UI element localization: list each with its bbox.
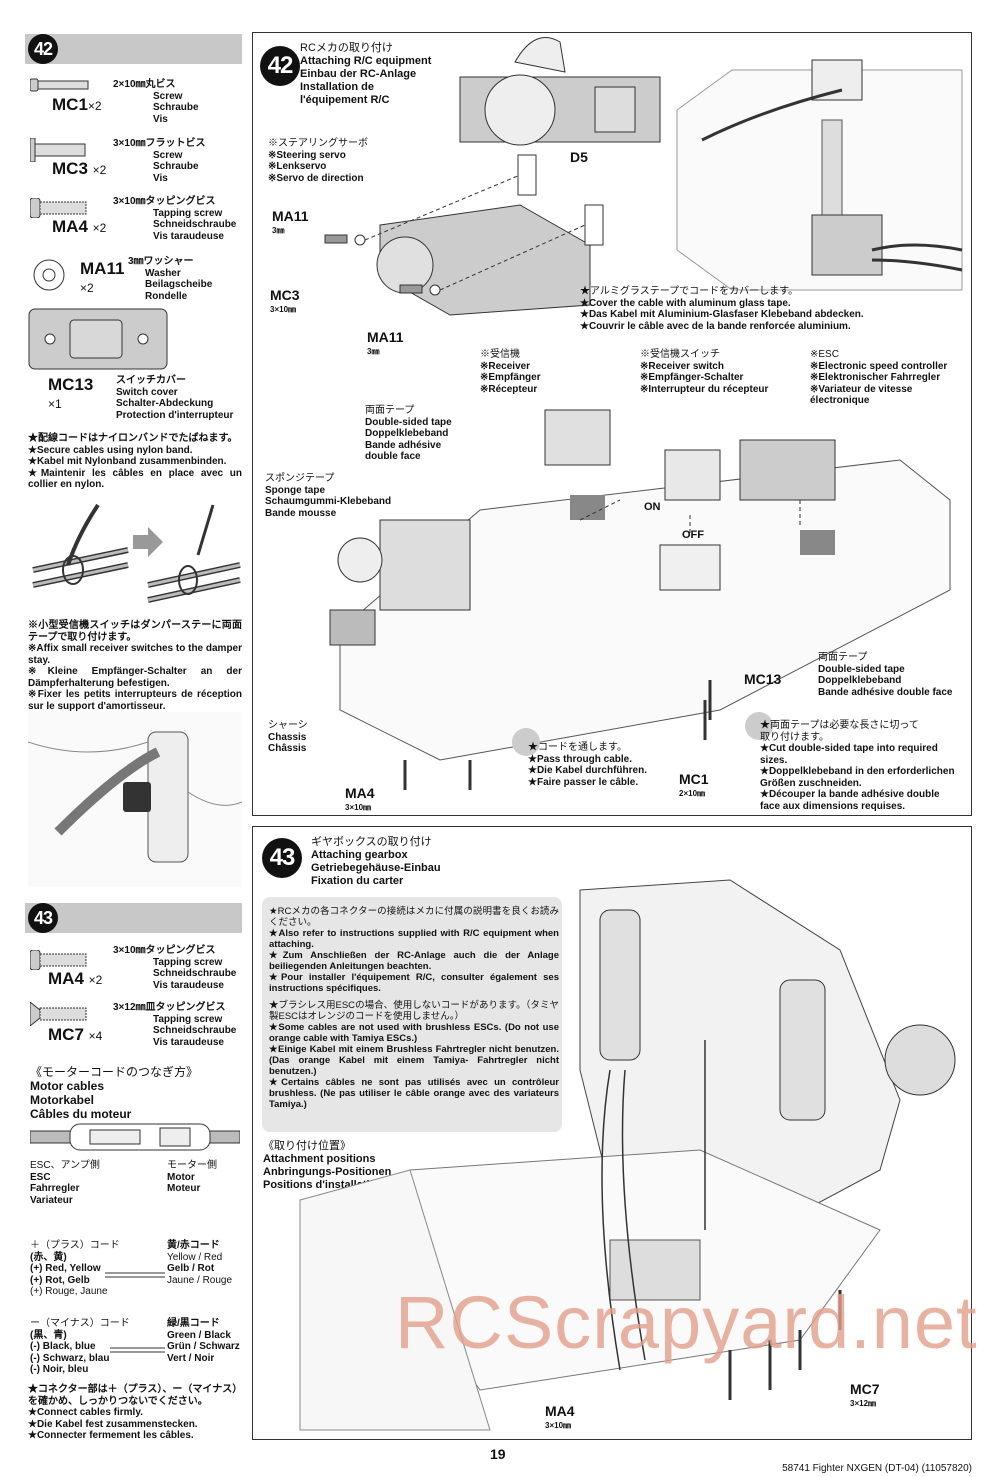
mc1-screw-icon (30, 78, 89, 92)
part-code-mc7: MC7 ×4 (48, 1025, 103, 1044)
page-number: 19 (490, 1446, 506, 1462)
aluminum-tape-note: ★アルミグラステープでコードをカバーします。★Cover the cable w… (580, 286, 864, 332)
nylon-band-note: ★配線コードはナイロンバンドでたばねます。★Secure cables usin… (28, 433, 242, 490)
receiver-switch-note: ※小型受信機スイッチはダンパーステーに両面テープで取り付けます。※Affix s… (28, 620, 243, 712)
step42-parts-header (25, 34, 242, 64)
step43-main-badge: 43 (262, 838, 302, 878)
pass-cable-marker (512, 728, 540, 756)
cut-tape-note: ★両面テープは必要な長さに切って取り付けます。★Cut double-sided… (760, 720, 955, 812)
step42-number-badge: 42 (28, 34, 58, 64)
part-code-mc13: MC13×1 (48, 375, 94, 412)
servo-assembly-diagram (324, 154, 604, 316)
pass-cable-note: ★コードを通します。★Pass through cable.★Die Kabel… (528, 742, 647, 788)
nylon-band-diagram (32, 503, 241, 603)
ma11-washer-icon (33, 259, 65, 291)
damper-stay-diagram (28, 712, 242, 887)
off-label: OFF (682, 529, 704, 541)
part-code-mc3: MC3 ×2 (52, 159, 107, 178)
step43-panel (252, 826, 972, 1440)
step42-main-badge: 42 (260, 46, 300, 86)
rc-instructions-note-box (262, 897, 562, 1132)
esc-label: ※ESC※Electronic speed controller※Elektro… (810, 349, 948, 406)
connect-firmly-note: ★コネクター部は＋（プラス）、ー（マイナス）を確かめ、しっかりつないでください。… (28, 1384, 238, 1441)
mc13-label: MC13 (744, 671, 782, 687)
mc3-screw-icon (30, 138, 86, 162)
receiver-switch-label: ※受信機スイッチ※Receiver switch※Empfänger-Schal… (640, 349, 769, 395)
tape-cut-marker (745, 712, 773, 740)
receiver-label: ※受信機※Receiver※Empfänger※Récepteur (480, 349, 541, 395)
on-label: ON (644, 501, 661, 513)
watermark: RCScrapyard.net (395, 1281, 978, 1364)
product-code: 58741 Fighter NXGEN (DT-04) (11057820) (782, 1463, 972, 1474)
mc7-screw-icon (30, 1002, 87, 1026)
servo-top-view-diagram (459, 37, 661, 146)
part-code-ma4-43: MA4 ×2 (48, 969, 103, 988)
ma4-screw-icon (30, 950, 87, 970)
rc-instructions-note: ★RCメカの各コネクターの接続はメカに付属の説明書を良くお読みください。★Als… (269, 906, 559, 1110)
step43-parts-header (25, 903, 242, 933)
chassis-assembly-diagram (329, 409, 951, 790)
step43-number-badge: 43 (28, 903, 58, 933)
d5-label: D5 (570, 149, 588, 165)
mc13-switch-cover-icon (28, 308, 168, 370)
part-code-ma11: MA11×2 (80, 259, 125, 296)
part-code-ma4: MA4 ×2 (52, 217, 107, 236)
chassis-top-view-diagram (676, 59, 963, 291)
part-code-mc1: MC1×2 (52, 95, 102, 114)
plus-cable-label: ＋（プラス）コード(赤、黄)(+) Red, Yellow(+) Rot, Ge… (30, 1240, 120, 1297)
connection-lines (105, 1272, 165, 1353)
ma4-screw-icon (30, 198, 87, 218)
steering-servo-label: ※ステアリングサーボ※Steering servo※Lenkservo※Serv… (268, 138, 368, 184)
step42-panel (252, 32, 972, 816)
motor-connector-diagram (30, 1123, 240, 1151)
gearbox-assembly-diagram (299, 879, 956, 1431)
minus-cable-label: ー（マイナス）コード(黒、青)(-) Black, blue(-) Schwar… (30, 1318, 130, 1375)
